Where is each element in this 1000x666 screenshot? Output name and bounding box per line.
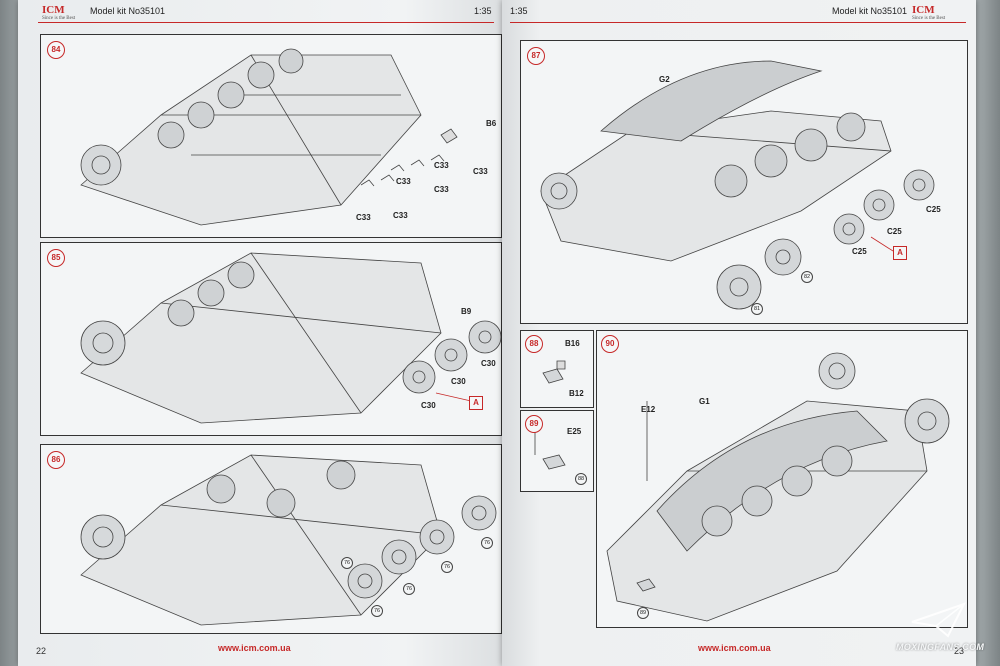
part-label: B6 [486, 119, 497, 128]
footer-url[interactable]: www.icm.com.ua [698, 643, 771, 653]
sub-assembly-label: 76 [441, 561, 453, 573]
step-number-88: 88 [525, 335, 543, 353]
part-label: C33 [434, 161, 449, 170]
sub-assembly-label: 82 [801, 271, 813, 283]
part-label: C33 [434, 185, 449, 194]
header-title: Model kit No35101 [832, 6, 908, 16]
part-label: G1 [699, 397, 710, 406]
step-84-drawing [41, 35, 501, 237]
part-label: C30 [481, 359, 496, 368]
page-number: 22 [36, 646, 47, 656]
sub-assembly-label: 76 [341, 557, 353, 569]
part-label: C33 [356, 213, 371, 222]
step-number-89: 89 [525, 415, 543, 433]
sub-assembly-label: 81 [751, 303, 763, 315]
sub-assembly-label: 76 [371, 605, 383, 617]
step-87-panel: 87 G2 C25 C25 C25 A 82 81 [520, 40, 968, 324]
part-label: C25 [852, 247, 867, 256]
step-87-drawing [521, 41, 967, 323]
step-number-86: 86 [47, 451, 65, 469]
header-rule [38, 22, 494, 23]
step-90-drawing [597, 331, 967, 627]
part-label: C25 [887, 227, 902, 236]
step-88-drawing [521, 331, 593, 407]
part-label: C33 [396, 177, 411, 186]
step-84-panel: 84 B6 C33 C33 C33 C33 C33 C33 [40, 34, 502, 238]
reference-box-a: A [469, 396, 483, 410]
part-label: B12 [569, 389, 584, 398]
part-label: C33 [473, 167, 488, 176]
part-label: C30 [451, 377, 466, 386]
footer-url[interactable]: www.icm.com.ua [218, 643, 291, 653]
part-label: G2 [659, 75, 670, 84]
part-label: E25 [567, 427, 582, 436]
watermark-text: MOXINGFANS.COM [896, 642, 985, 652]
part-label: B9 [461, 307, 472, 316]
step-number-90: 90 [601, 335, 619, 353]
step-90-panel: 90 E12 G1 89 [596, 330, 968, 628]
sub-assembly-label: 76 [481, 537, 493, 549]
part-label: B16 [565, 339, 580, 348]
header-scale: 1:35 [474, 6, 492, 16]
step-85-panel: 85 B9 C30 C30 C30 A [40, 242, 502, 436]
step-number-85: 85 [47, 249, 65, 267]
step-88-panel: 88 B16 B12 [520, 330, 594, 408]
header-rule [510, 22, 966, 23]
sub-assembly-label: 76 [403, 583, 415, 595]
part-label: C25 [926, 205, 941, 214]
reference-box-a: A [893, 246, 907, 260]
step-number-84: 84 [47, 41, 65, 59]
header-scale: 1:35 [510, 6, 528, 16]
step-85-drawing [41, 243, 501, 435]
paper-plane-icon [911, 602, 966, 638]
sub-assembly-label: 88 [575, 473, 587, 485]
page-number: 23 [954, 646, 965, 656]
sub-assembly-label: 89 [637, 607, 649, 619]
step-89-panel: 89 E25 88 [520, 410, 594, 492]
step-86-panel: 86 76 76 76 76 76 [40, 444, 502, 634]
part-label: C33 [393, 211, 408, 220]
part-label: E12 [641, 405, 656, 414]
part-label: C30 [421, 401, 436, 410]
step-number-87: 87 [527, 47, 545, 65]
header-title: Model kit No35101 [90, 6, 166, 16]
step-86-drawing [41, 445, 501, 633]
